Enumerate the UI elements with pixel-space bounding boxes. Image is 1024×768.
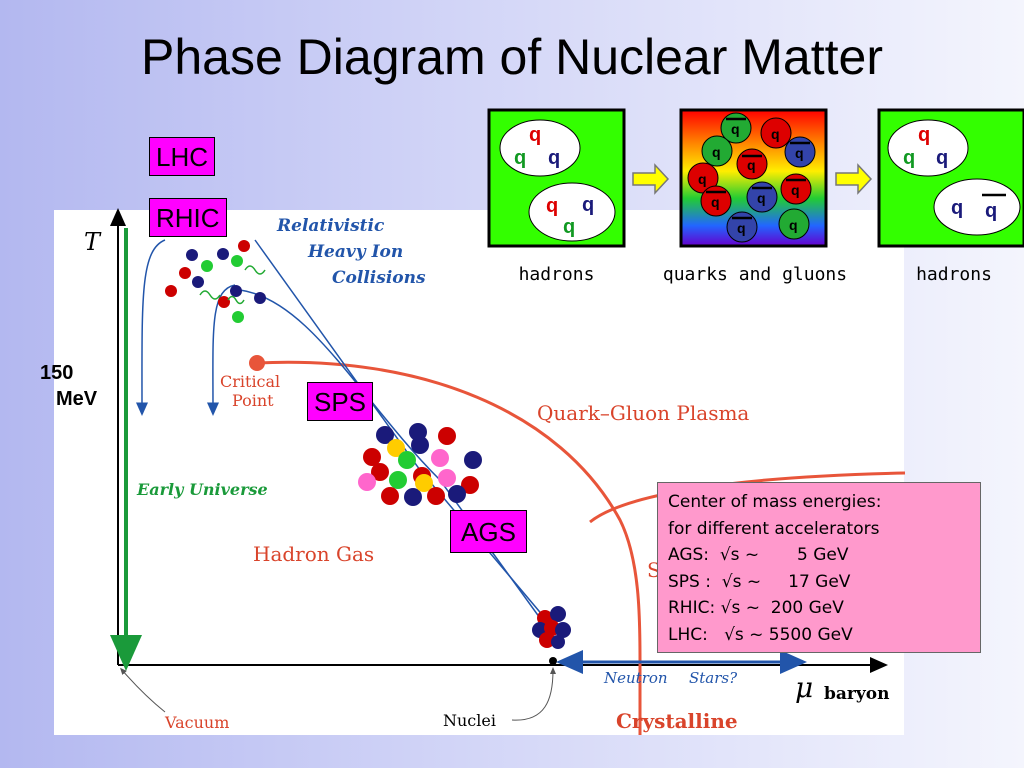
energy-line: for different accelerators xyxy=(668,518,880,539)
tag-ags: AGS xyxy=(450,510,527,553)
trajectory-line-1 xyxy=(254,239,556,631)
inset-hadrons-left: q q q q q q xyxy=(487,108,626,248)
inset-hadrons-right: q q q q q xyxy=(877,108,1024,248)
inset-quark-gluon-plasma: q q q q q q q q q q q xyxy=(679,108,828,248)
transition-arrow-1 xyxy=(632,163,670,195)
relativistic-label-2: Heavy Ion xyxy=(307,242,403,262)
energy-line: LHC: √s ~ 5500 GeV xyxy=(668,624,853,645)
caption-hadrons-right: hadrons xyxy=(916,264,992,285)
rhic-trajectory xyxy=(206,284,236,416)
x-axis-label-mu: μ xyxy=(795,671,813,704)
tag-rhic: RHIC xyxy=(149,198,227,237)
qgp-label: Quark–Gluon Plasma xyxy=(537,401,749,425)
svg-text:q: q xyxy=(903,147,915,169)
svg-text:q: q xyxy=(711,194,720,210)
energy-line: AGS: √s ~ 5 GeV xyxy=(668,545,849,565)
energy-line: Center of mass energies: xyxy=(668,492,882,512)
y-axis-label: T xyxy=(84,228,102,256)
critical-point-label-2: Point xyxy=(232,391,274,410)
tag-lhc: LHC xyxy=(149,137,216,176)
transition-arrow-2 xyxy=(835,163,873,195)
x-axis-label-baryon: baryon xyxy=(824,684,889,704)
svg-text:q: q xyxy=(771,126,780,142)
svg-text:q: q xyxy=(582,194,594,216)
lhc-trajectory xyxy=(135,239,166,416)
vacuum-label: Vacuum xyxy=(164,713,229,732)
svg-text:q: q xyxy=(795,145,804,161)
nuclei-label: Nuclei xyxy=(443,711,496,730)
caption-hadrons-left: hadrons xyxy=(518,264,595,285)
svg-text:q: q xyxy=(529,124,541,146)
svg-text:q: q xyxy=(514,147,526,169)
critical-point-marker xyxy=(249,355,265,371)
hadron-cluster xyxy=(358,423,482,506)
temperature-label: 150 MeV xyxy=(40,362,98,410)
svg-text:q: q xyxy=(985,200,997,222)
svg-text:q: q xyxy=(757,190,766,206)
trajectory-line-2 xyxy=(239,289,546,626)
svg-text:q: q xyxy=(936,147,948,169)
critical-point-label-1: Critical xyxy=(220,372,280,391)
svg-text:q: q xyxy=(791,182,800,198)
svg-text:q: q xyxy=(712,144,721,160)
tag-sps: SPS xyxy=(307,382,374,421)
energy-info-box: Center of mass energies: for different a… xyxy=(657,482,981,653)
svg-text:q: q xyxy=(731,121,740,137)
nucleus-cluster xyxy=(532,606,571,649)
relativistic-label-1: Relativistic xyxy=(276,216,385,236)
svg-text:q: q xyxy=(548,147,560,169)
page-title: Phase Diagram of Nuclear Matter xyxy=(141,29,883,85)
energy-line: RHIC: √s ~ 200 GeV xyxy=(668,598,844,618)
relativistic-label-3: Collisions xyxy=(332,268,426,288)
svg-text:q: q xyxy=(698,171,707,187)
early-universe-label: Early Universe xyxy=(136,480,268,499)
svg-text:q: q xyxy=(747,157,756,173)
svg-text:q: q xyxy=(737,220,746,236)
hadron-gas-label: Hadron Gas xyxy=(253,542,374,566)
svg-text:q: q xyxy=(563,216,575,238)
stars-label: Stars? xyxy=(689,669,738,687)
caption-quarks-gluons: quarks and gluons xyxy=(662,264,848,285)
svg-text:q: q xyxy=(951,197,963,219)
phase-boundary-line xyxy=(256,360,642,661)
nuclei-point xyxy=(549,657,557,665)
crystalline-label: Crystalline xyxy=(616,709,738,733)
svg-text:q: q xyxy=(789,217,798,233)
svg-text:q: q xyxy=(546,195,558,217)
collision-particles-top xyxy=(165,240,266,323)
neutron-label: Neutron xyxy=(603,669,668,687)
svg-text:q: q xyxy=(918,124,930,146)
energy-line: SPS : √s ~ 17 GeV xyxy=(668,571,851,592)
